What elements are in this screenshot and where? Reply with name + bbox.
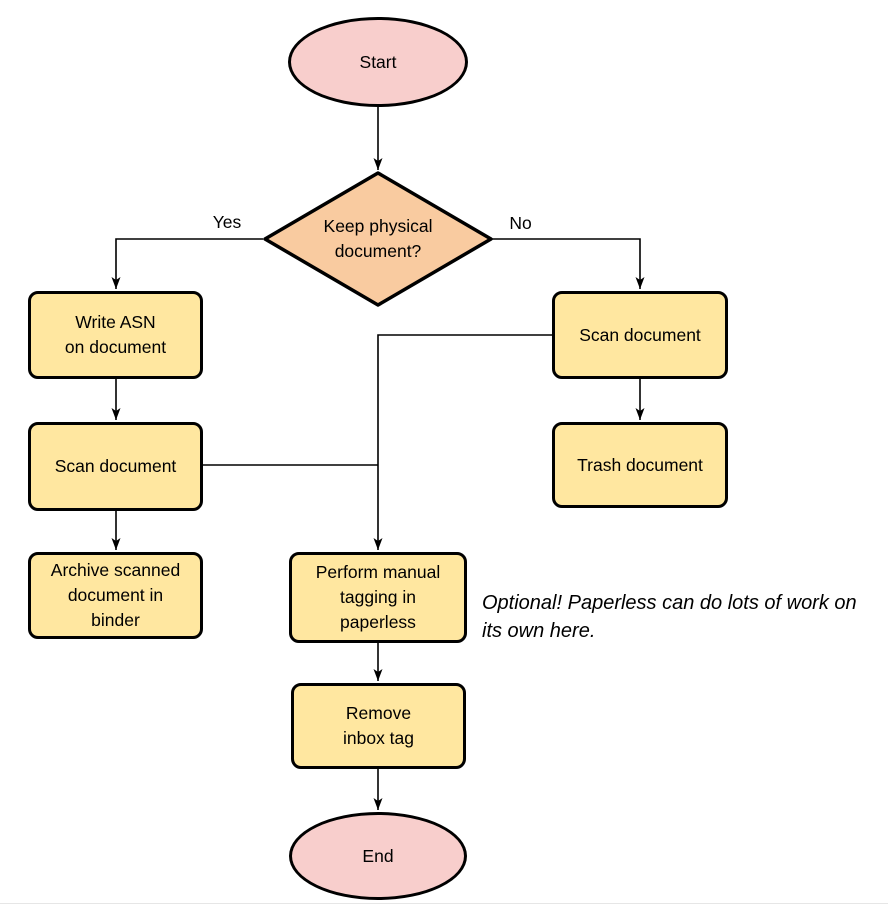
node-archive-binder: Archive scanned document in binder <box>28 552 203 639</box>
node-decision-label: Keep physical document? <box>323 216 433 261</box>
node-remove-inbox-tag: Remove inbox tag <box>291 683 466 769</box>
annotation-line-1: Optional! Paperless can do lots of work … <box>482 592 857 614</box>
node-scan-document-right: Scan document <box>552 291 728 379</box>
edge-label-no: No <box>509 213 532 233</box>
edge-scanright-tagging <box>373 334 552 550</box>
node-end: End <box>289 812 467 900</box>
annotation-line-2: its own here. <box>482 620 596 642</box>
edge-decision-writeasn <box>111 238 263 289</box>
edge-decision-scanright <box>492 238 645 289</box>
node-trash-document: Trash document <box>552 422 728 508</box>
optional-annotation: Optional! Paperless can do lots of work … <box>482 589 888 645</box>
node-manual-tagging: Perform manual tagging in paperless <box>289 552 467 643</box>
node-scan-document-left: Scan document <box>28 422 203 511</box>
edge-label-yes: Yes <box>212 212 242 232</box>
page-bottom-divider <box>0 903 888 904</box>
decision-diamond-shape <box>263 171 493 307</box>
node-start: Start <box>288 17 468 107</box>
node-write-asn: Write ASN on document <box>28 291 203 379</box>
